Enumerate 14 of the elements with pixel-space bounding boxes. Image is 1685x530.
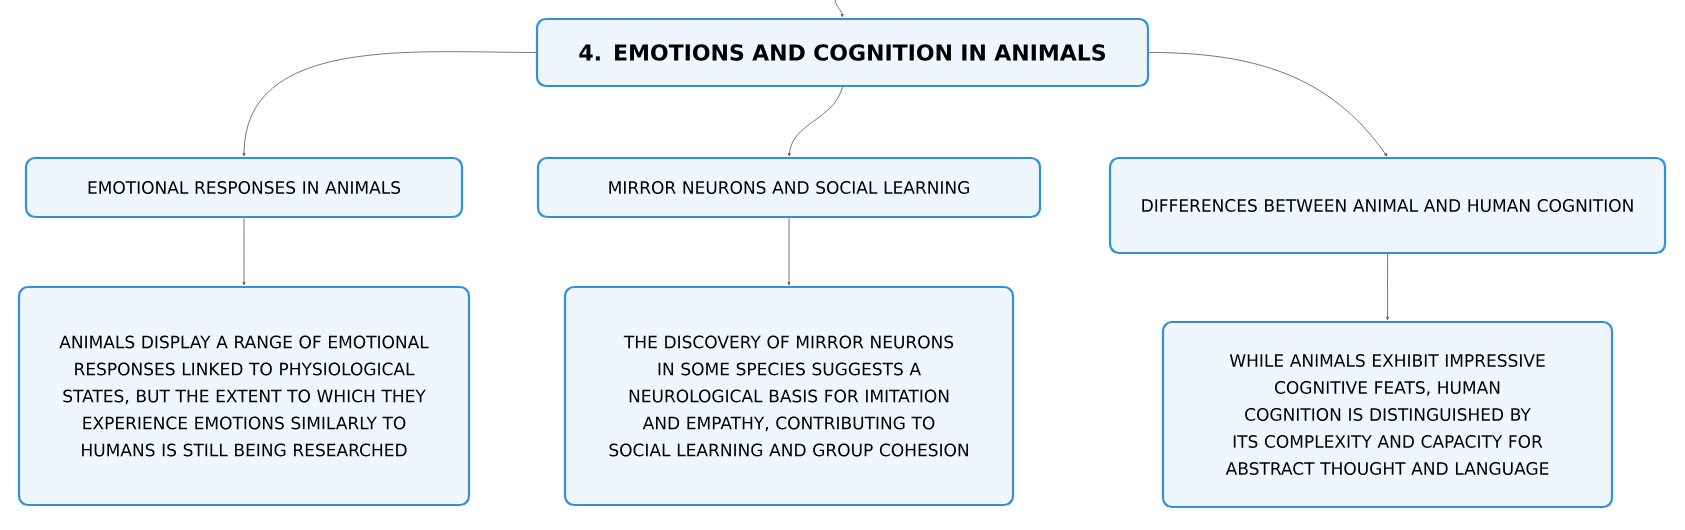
arrow bbox=[787, 86, 843, 157]
topic-box: 4. EMOTIONS AND COGNITION IN ANIMALS bbox=[535, 17, 1150, 88]
arrow bbox=[242, 217, 246, 286]
arrow bbox=[1148, 52, 1388, 157]
description-box: THE DISCOVERY OF MIRROR NEURONS IN SOME SPECIES SUGGESTS A NEUROLOGICAL BASIS FOR IMITATION AND EMPATHY, CONTRIBUTING TO SOCIAL LEARNING AND GROUP COHESION bbox=[563, 285, 1015, 507]
description-box: WHILE ANIMALS EXHIBIT IMPRESSIVE COGNITIVE FEATS, HUMAN COGNITION IS DISTINGUISHED BY ITS COMPLEXITY AND CAPACITY FOR ABSTRACT THOUGHT AND LANGUAGE bbox=[1161, 320, 1614, 509]
subtopic-box: EMOTIONAL RESPONSES IN ANIMALS bbox=[24, 156, 464, 219]
arrow bbox=[242, 51, 537, 157]
arrow bbox=[787, 217, 791, 286]
description-box: ANIMALS DISPLAY A RANGE OF EMOTIONAL RESPONSES LINKED TO PHYSIOLOGICAL STATES, BUT THE EXTENT TO WHICH THEY EXPERIENCE EMOTIONS SIMILARLY TO HUMANS IS STILL BEING RESEARCHED bbox=[17, 285, 471, 507]
subtopic-box: MIRROR NEURONS AND SOCIAL LEARNING bbox=[536, 156, 1042, 219]
arrow bbox=[834, 0, 844, 18]
arrow bbox=[1386, 253, 1389, 321]
subtopic-box: DIFFERENCES BETWEEN ANIMAL AND HUMAN COGNITION bbox=[1108, 156, 1667, 255]
